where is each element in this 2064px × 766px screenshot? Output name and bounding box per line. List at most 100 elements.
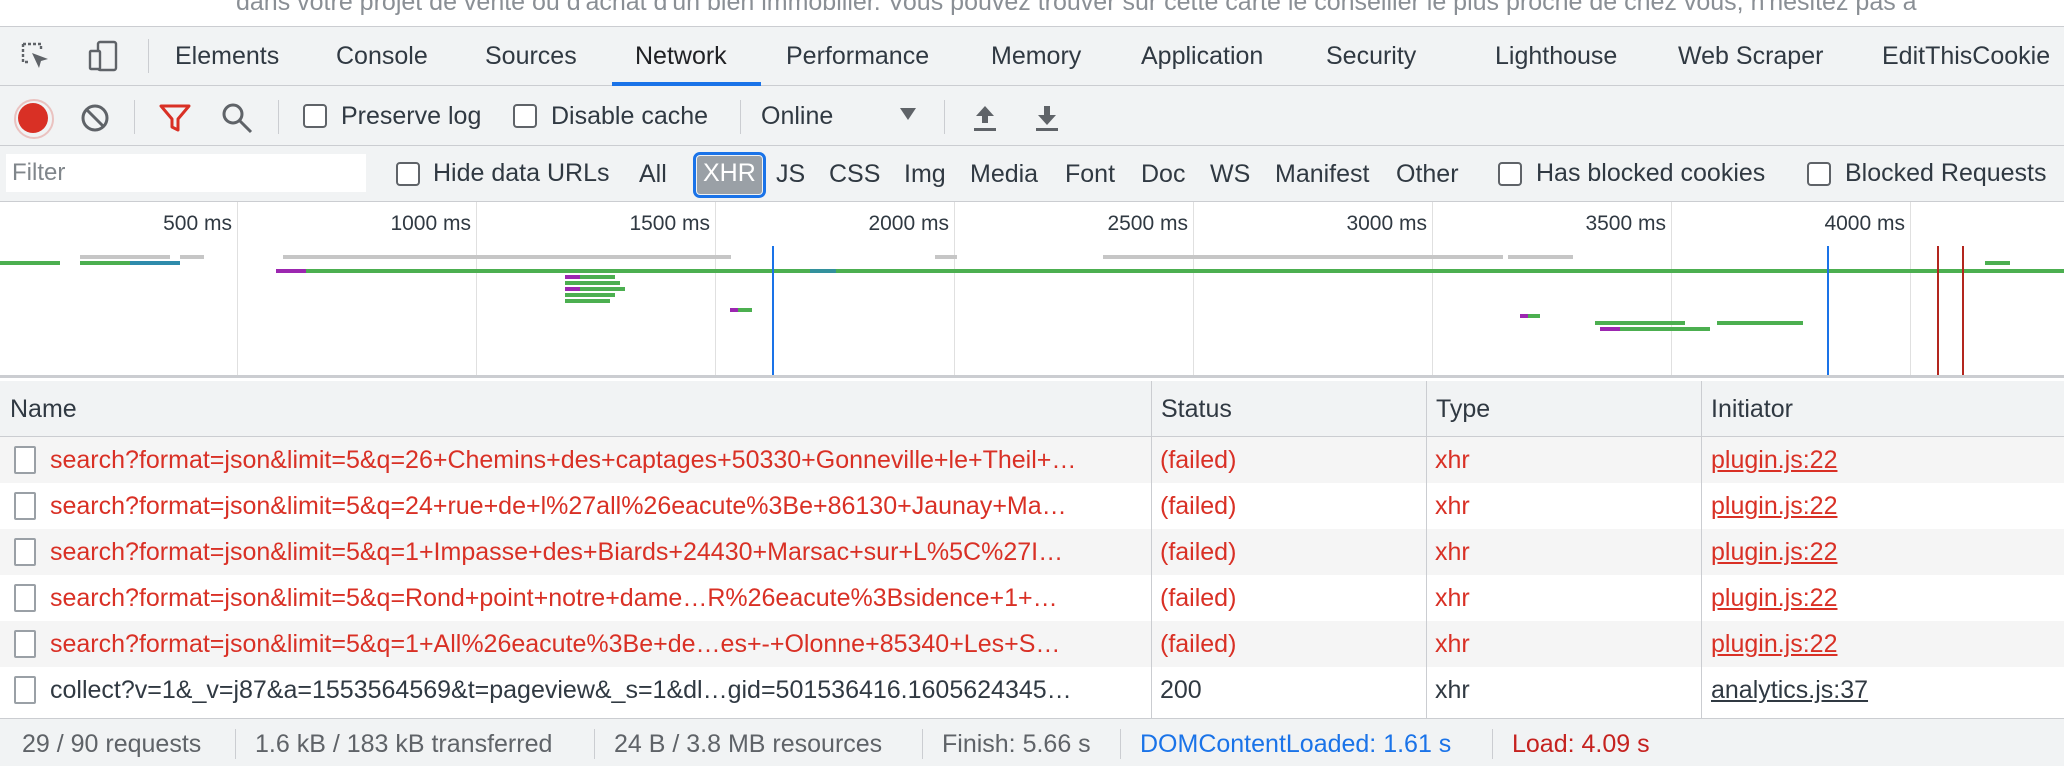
tab-application[interactable]: Application xyxy=(1141,42,1264,70)
table-row[interactable]: search?format=json&limit=5&q=1+Impasse+d… xyxy=(0,529,2064,575)
waterfall-bar xyxy=(80,255,170,259)
export-har-icon[interactable] xyxy=(1030,101,1064,135)
table-row[interactable]: search?format=json&limit=5&q=1+All%26eac… xyxy=(0,621,2064,667)
devtools-tabbar: Elements Console Sources Network Perform… xyxy=(0,26,2064,86)
column-header-status[interactable]: Status xyxy=(1161,395,1232,423)
waterfall-bar xyxy=(730,308,738,312)
table-row[interactable]: search?format=json&limit=5&q=24+rue+de+l… xyxy=(0,483,2064,529)
waterfall-bar xyxy=(180,255,204,259)
tick-line xyxy=(476,202,477,375)
tabbar-divider xyxy=(148,39,149,73)
file-icon xyxy=(14,446,36,474)
waterfall-bar xyxy=(1520,314,1528,318)
request-initiator-link[interactable]: plugin.js:22 xyxy=(1711,584,1838,612)
waterfall-bar xyxy=(130,261,180,265)
table-row[interactable]: search?format=json&limit=5&q=26+Chemins+… xyxy=(0,437,2064,483)
tick-label: 2000 ms xyxy=(868,212,949,235)
column-header-type[interactable]: Type xyxy=(1436,395,1491,423)
filter-type-manifest[interactable]: Manifest xyxy=(1275,160,1370,188)
request-status: (failed) xyxy=(1160,584,1237,612)
request-type: xhr xyxy=(1435,676,1470,704)
request-initiator-link[interactable]: plugin.js:22 xyxy=(1711,630,1838,658)
column-divider xyxy=(1426,381,1427,718)
filter-input[interactable] xyxy=(6,154,366,192)
tab-web-scraper[interactable]: Web Scraper xyxy=(1678,42,1824,70)
column-divider xyxy=(1701,381,1702,718)
device-toolbar-icon[interactable] xyxy=(86,39,120,73)
has-blocked-cookies-checkbox[interactable] xyxy=(1498,162,1522,186)
filter-type-img[interactable]: Img xyxy=(904,160,946,188)
tab-security[interactable]: Security xyxy=(1326,42,1417,70)
inspect-element-icon[interactable] xyxy=(18,39,52,73)
request-initiator-link[interactable]: plugin.js:22 xyxy=(1711,446,1838,474)
hide-data-urls-checkbox[interactable] xyxy=(396,162,420,186)
table-row[interactable]: collect?v=1&_v=j87&a=1553564569&t=pagevi… xyxy=(0,667,2064,713)
tab-editthiscookie[interactable]: EditThisCookie xyxy=(1882,42,2051,70)
filter-type-css[interactable]: CSS xyxy=(829,160,881,188)
request-name[interactable]: collect?v=1&_v=j87&a=1553564569&t=pagevi… xyxy=(50,676,1072,704)
request-initiator-link[interactable]: plugin.js:22 xyxy=(1711,538,1838,566)
request-status: (failed) xyxy=(1160,446,1237,474)
tick-label: 4000 ms xyxy=(1824,212,1905,235)
file-icon xyxy=(14,538,36,566)
tab-elements[interactable]: Elements xyxy=(175,42,280,70)
request-type: xhr xyxy=(1435,584,1470,612)
request-name[interactable]: search?format=json&limit=5&q=1+All%26eac… xyxy=(50,630,1061,658)
waterfall-bar xyxy=(935,255,957,259)
tab-memory[interactable]: Memory xyxy=(991,42,1082,70)
summary-divider xyxy=(922,729,923,759)
tab-network[interactable]: Network xyxy=(635,42,727,70)
filter-type-ws[interactable]: WS xyxy=(1210,160,1251,188)
disable-cache-checkbox[interactable] xyxy=(513,104,537,128)
toolbar-divider xyxy=(944,100,945,134)
request-status: 200 xyxy=(1160,676,1202,704)
request-name[interactable]: search?format=json&limit=5&q=26+Chemins+… xyxy=(50,446,1077,474)
waterfall-bar xyxy=(1103,255,1503,259)
table-header: Name Status Type Initiator xyxy=(0,381,2064,437)
column-divider xyxy=(1151,381,1152,718)
network-overview-timeline[interactable]: 500 ms 1000 ms 1500 ms 2000 ms 2500 ms 3… xyxy=(0,202,2064,378)
filter-icon[interactable] xyxy=(158,101,192,135)
load-marker xyxy=(1962,246,1964,375)
request-initiator-link[interactable]: plugin.js:22 xyxy=(1711,492,1838,520)
filter-type-doc[interactable]: Doc xyxy=(1141,160,1186,188)
throttling-select[interactable]: Online xyxy=(761,102,834,130)
clear-icon[interactable] xyxy=(78,101,112,135)
column-header-initiator[interactable]: Initiator xyxy=(1711,395,1793,423)
tab-console[interactable]: Console xyxy=(336,42,428,70)
preserve-log-label: Preserve log xyxy=(341,102,482,130)
tick-label: 1500 ms xyxy=(629,212,710,235)
import-har-icon[interactable] xyxy=(968,101,1002,135)
chevron-down-icon[interactable] xyxy=(900,108,916,120)
summary-divider xyxy=(594,729,595,759)
tab-sources[interactable]: Sources xyxy=(485,42,577,70)
request-name[interactable]: search?format=json&limit=5&q=1+Impasse+d… xyxy=(50,538,1064,566)
preserve-log-checkbox[interactable] xyxy=(303,104,327,128)
filter-type-js[interactable]: JS xyxy=(776,160,806,188)
file-icon xyxy=(14,584,36,612)
filter-type-font[interactable]: Font xyxy=(1065,160,1116,188)
active-tab-indicator xyxy=(612,82,761,86)
filter-type-all[interactable]: All xyxy=(639,160,667,188)
waterfall-bar xyxy=(1600,327,1620,331)
tick-line xyxy=(715,202,716,375)
filter-type-media[interactable]: Media xyxy=(970,160,1039,188)
request-name[interactable]: search?format=json&limit=5&q=24+rue+de+l… xyxy=(50,492,1067,520)
waterfall-bar xyxy=(565,299,610,303)
blocked-requests-checkbox[interactable] xyxy=(1807,162,1831,186)
filter-type-xhr[interactable]: XHR xyxy=(693,152,766,198)
transferred-size: 1.6 kB / 183 kB transferred xyxy=(255,730,553,758)
tick-label: 2500 ms xyxy=(1107,212,1188,235)
column-header-name[interactable]: Name xyxy=(10,395,77,423)
filter-type-other[interactable]: Other xyxy=(1396,160,1459,188)
search-icon[interactable] xyxy=(220,101,254,135)
tick-label: 3500 ms xyxy=(1585,212,1666,235)
tab-performance[interactable]: Performance xyxy=(786,42,930,70)
tab-lighthouse[interactable]: Lighthouse xyxy=(1495,42,1618,70)
file-icon xyxy=(14,492,36,520)
request-initiator-link[interactable]: analytics.js:37 xyxy=(1711,676,1869,704)
request-name[interactable]: search?format=json&limit=5&q=Rond+point+… xyxy=(50,584,1058,612)
record-button[interactable] xyxy=(14,99,54,139)
table-row[interactable]: search?format=json&limit=5&q=Rond+point+… xyxy=(0,575,2064,621)
finish-time: Finish: 5.66 s xyxy=(942,730,1091,758)
